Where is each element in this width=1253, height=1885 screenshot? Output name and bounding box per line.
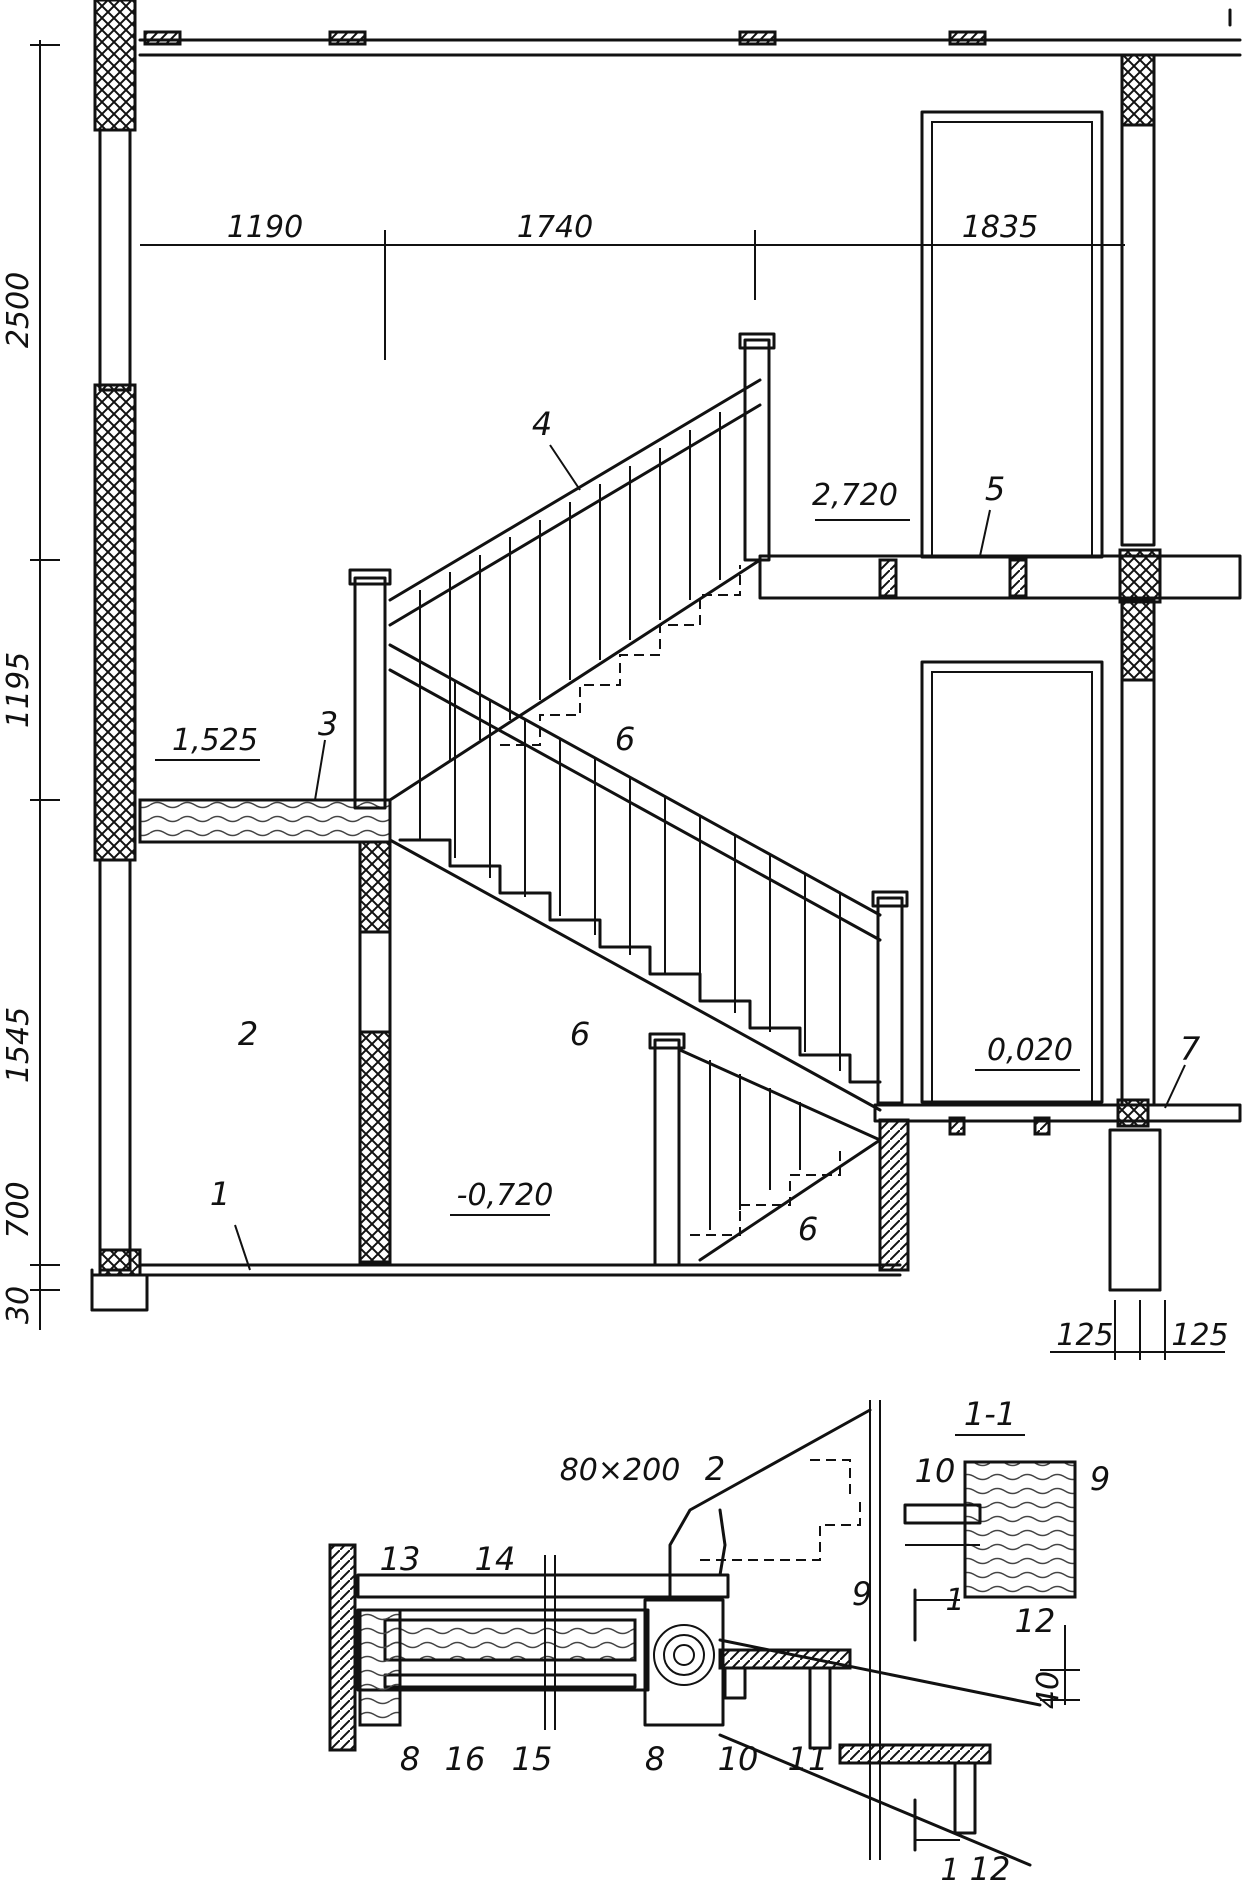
dim-1545: 1545 xyxy=(1,1007,36,1083)
dim-125-right: 125 xyxy=(1171,1318,1228,1353)
label-landing-slab: 3 xyxy=(318,705,338,743)
label-stringer-upper: 6 xyxy=(615,720,635,758)
detail-title: 1-1 xyxy=(964,1395,1016,1433)
detail-label-stringer: 9 xyxy=(852,1575,872,1613)
dim-30: 30 xyxy=(1,1286,36,1324)
detail-cut-mark-bottom: 1 xyxy=(940,1853,959,1885)
detail-label-section-piece: 9 xyxy=(1090,1460,1110,1498)
detail-label-beam-right: 8 xyxy=(645,1740,665,1778)
detail-view xyxy=(328,1400,1080,1867)
level-landing: 1,525 xyxy=(172,723,258,758)
label-room: 2 xyxy=(238,1015,258,1053)
detail-label-tread: 10 xyxy=(718,1740,759,1778)
label-floor: 1 xyxy=(210,1175,230,1213)
detail-label-flooring: 14 xyxy=(475,1540,516,1578)
detail-label-board-top: 12 xyxy=(1015,1602,1056,1640)
left-wall-mid xyxy=(93,383,137,862)
detail-label-board-bottom: 12 xyxy=(970,1850,1011,1885)
label-railing: 4 xyxy=(532,405,552,443)
detail-cut-mark-top: 1 xyxy=(945,1583,964,1618)
dim-1740: 1740 xyxy=(517,210,593,245)
dim-1190: 1190 xyxy=(227,210,303,245)
newel-post-lower xyxy=(876,896,904,1105)
detail-label-stair: 2 xyxy=(705,1450,725,1488)
label-stringer-lower: 6 xyxy=(570,1015,590,1053)
detail-label-insulation: 15 xyxy=(512,1740,553,1778)
section-view xyxy=(30,0,1242,1360)
detail-label-tread-section: 10 xyxy=(915,1452,956,1490)
bottom-railing-balusters xyxy=(709,1060,801,1230)
level-basement: -0,720 xyxy=(457,1178,554,1213)
left-wall-top xyxy=(93,0,137,132)
detail-label-beam-left: 8 xyxy=(400,1740,420,1778)
upper-floor-slab xyxy=(758,554,1242,600)
detail-label-riser: 11 xyxy=(788,1740,829,1778)
dim-1195: 1195 xyxy=(1,652,36,728)
level-ground-floor: 0,020 xyxy=(987,1033,1073,1068)
dim-2500: 2500 xyxy=(1,272,36,348)
lower-railing-balusters xyxy=(419,662,841,1071)
newel-post-top xyxy=(743,338,771,562)
ground-floor-slab xyxy=(873,1103,1242,1123)
newel-post-mid xyxy=(353,576,387,810)
detail-label-wall: 13 xyxy=(380,1540,421,1578)
label-stringer-bottom: 6 xyxy=(798,1210,818,1248)
dim-700: 700 xyxy=(1,1181,36,1238)
newel-post-bottom xyxy=(653,1038,681,1267)
detail-beam-size: 80×200 xyxy=(560,1453,681,1488)
detail-dimension-40: 40 xyxy=(1031,1671,1066,1709)
landing-slab xyxy=(138,798,392,844)
dim-1835: 1835 xyxy=(962,210,1038,245)
upper-railing-balusters xyxy=(419,412,721,780)
dim-125-left: 125 xyxy=(1056,1318,1113,1353)
label-upper-floor: 5 xyxy=(985,470,1005,508)
detail-label-ceiling: 16 xyxy=(445,1740,486,1778)
level-upper-floor: 2,720 xyxy=(812,478,898,513)
label-threshold: 7 xyxy=(1180,1030,1201,1068)
upper-door xyxy=(920,110,1104,559)
right-wall-top xyxy=(1120,53,1156,127)
